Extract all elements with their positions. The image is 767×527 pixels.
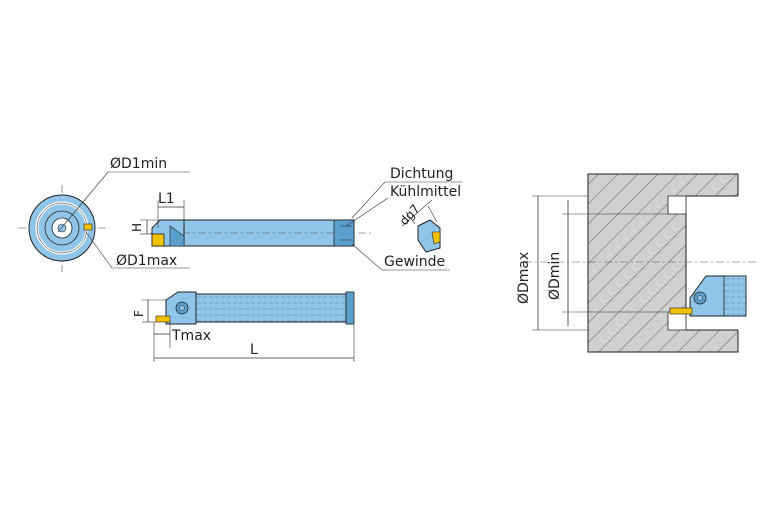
dg7-dim-line — [401, 199, 433, 227]
dichtung-label: Dichtung — [390, 166, 453, 182]
bore-tool-screw-center — [697, 295, 703, 301]
bore-section: ØDmax ØDmin — [516, 173, 756, 353]
kuehlmittel-label: Kühlmittel — [390, 184, 461, 200]
dmax-label: ØDmax — [516, 252, 532, 304]
groove-bottom — [667, 311, 687, 331]
kuehlmittel-leader — [345, 197, 389, 227]
bore-tool-shank — [723, 275, 747, 317]
tool-top-view: L1 H Dichtung Kühlmittel Gewinde — [130, 166, 462, 271]
tool-top-clamp — [169, 225, 185, 247]
dmin-label: ØDmin — [547, 252, 563, 300]
l-label: L — [250, 342, 258, 358]
gewinde-label: Gewinde — [384, 254, 445, 270]
h-label: H — [130, 223, 144, 232]
tmax-label: Tmax — [171, 328, 211, 344]
insert-detail-tip — [431, 231, 441, 245]
tool-side-insert — [155, 315, 171, 323]
f-label: F — [132, 310, 146, 317]
gewinde-leader — [351, 243, 383, 271]
insert-detail: dg7 — [397, 199, 441, 253]
dichtung-leader — [351, 181, 386, 219]
d1min-leader — [57, 171, 109, 233]
dg7-ext-1 — [405, 211, 416, 225]
end-view-insert — [83, 223, 93, 231]
d1max-leader — [85, 231, 113, 269]
groove-top — [667, 195, 687, 215]
tool-side-view: F Tmax L — [132, 291, 355, 362]
bore-tool-insert — [669, 307, 693, 315]
l1-label: L1 — [158, 191, 175, 207]
d1max-label: ØD1max — [116, 253, 177, 269]
tool-top-coolant-end — [333, 219, 355, 247]
tool-side-shank — [195, 293, 347, 323]
tool-side-end — [345, 291, 355, 325]
d1min-label: ØD1min — [110, 156, 167, 172]
tool-side-screw-center — [179, 305, 185, 311]
tool-top-insert — [151, 233, 165, 247]
dg7-ext-2 — [427, 205, 438, 223]
end-view: ØD1min ØD1max — [18, 156, 190, 272]
dg7-label: dg7 — [397, 202, 423, 228]
